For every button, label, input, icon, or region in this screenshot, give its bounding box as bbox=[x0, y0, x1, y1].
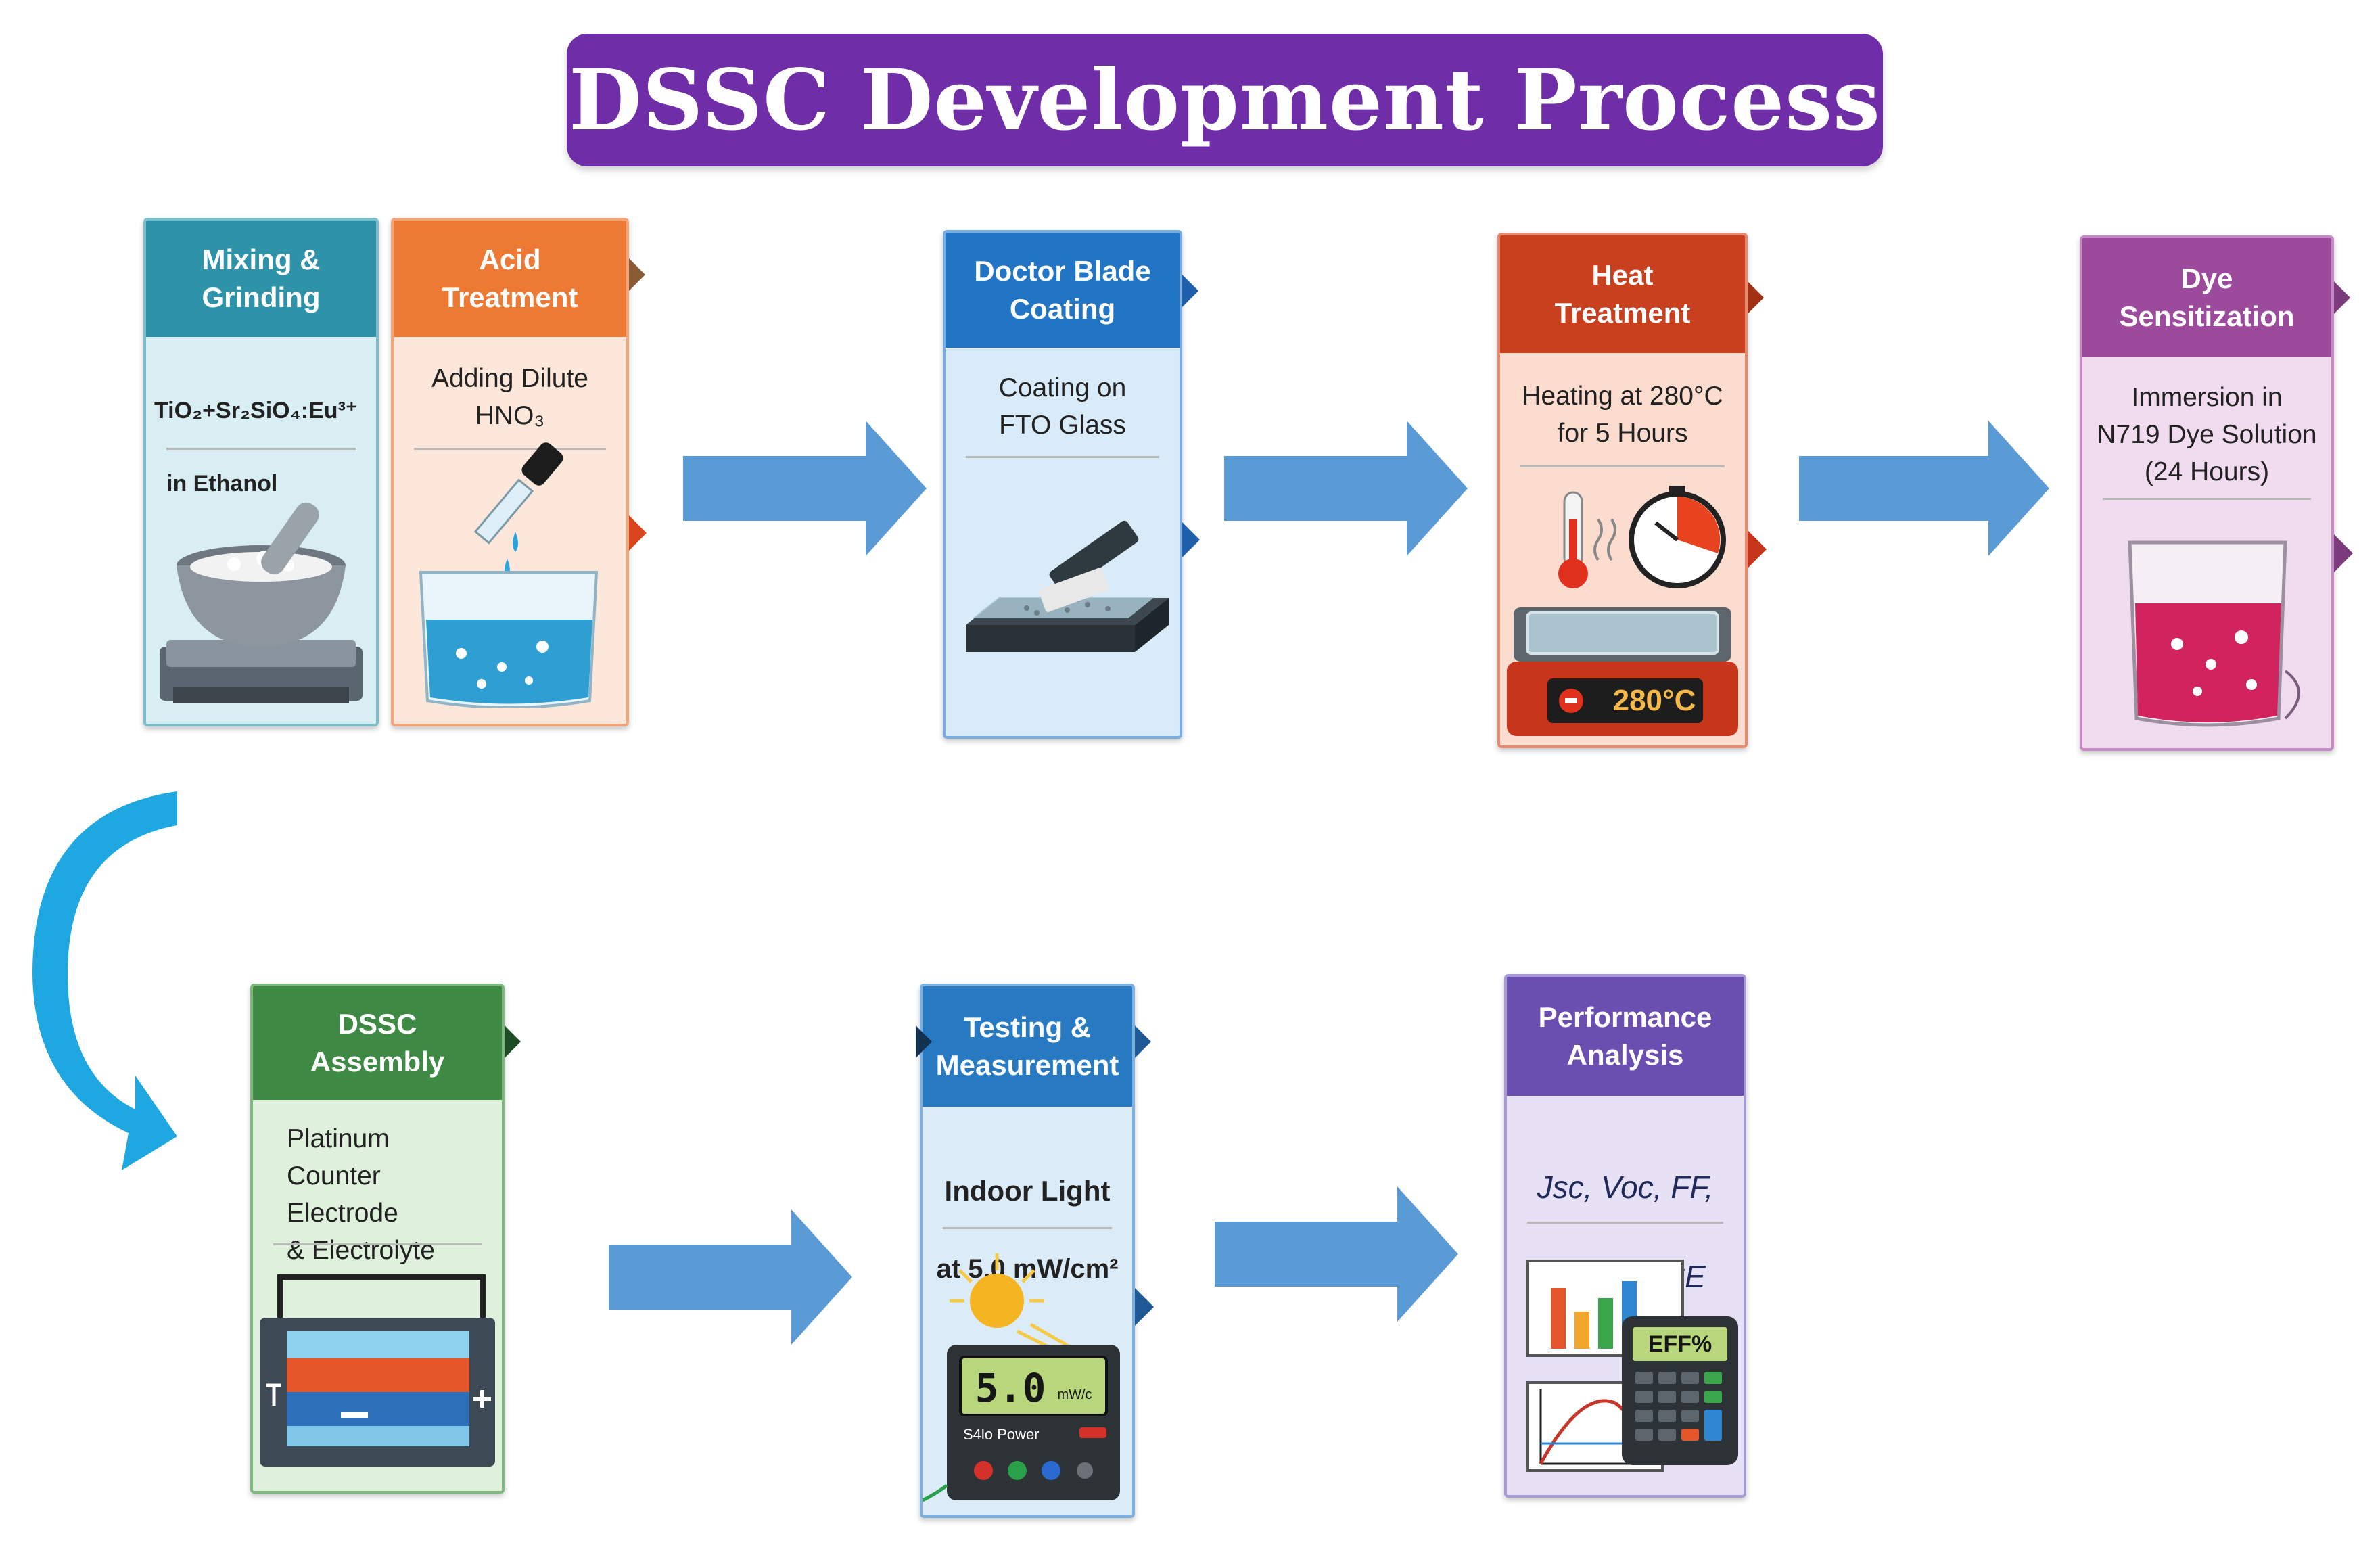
step-heat-divider bbox=[1520, 465, 1725, 467]
flow-arrow-5 bbox=[1215, 1186, 1458, 1322]
step-acid-tab-top bbox=[629, 258, 645, 291]
step-performance-params-1: Jsc, Voc, FF, bbox=[1537, 1170, 1714, 1205]
step-mixing-grinding: Mixing & Grinding TiO₂+Sr₂SiO₄:Eu³⁺ in E… bbox=[143, 218, 379, 726]
sun-icon bbox=[950, 1253, 1079, 1352]
step-dye-tab-bottom bbox=[2334, 534, 2353, 572]
hot-plate-icon: 280°C bbox=[1507, 607, 1738, 736]
step-assembly-tab-top bbox=[505, 1025, 521, 1058]
step-dye-tab-top bbox=[2334, 281, 2350, 314]
step-dye-divider bbox=[2103, 498, 2311, 500]
step-acid-divider bbox=[414, 448, 606, 450]
flow-arrow-3 bbox=[1799, 421, 2049, 556]
step-doctor-tab-bottom bbox=[1182, 522, 1200, 557]
calculator-display: EFF% bbox=[1648, 1331, 1712, 1357]
step-testing-tab-bottom bbox=[1135, 1288, 1154, 1326]
step-mixing-formula: TiO₂+Sr₂SiO₄:Eu³⁺ bbox=[154, 398, 358, 423]
step-testing-divider bbox=[943, 1227, 1112, 1229]
step-doctor-header: Doctor Blade Coating bbox=[946, 233, 1180, 348]
thermometer-timer-icon bbox=[1558, 486, 1726, 588]
step-dssc-assembly: DSSC Assembly Platinum Counter Electrode… bbox=[250, 984, 521, 1494]
step-acid-treatment: Acid Treatment Adding Dilute HNO₃ bbox=[391, 218, 647, 726]
meter-value: 5.0 bbox=[975, 1365, 1046, 1411]
hot-plate-display: 280°C bbox=[1613, 684, 1696, 717]
step-heat-header: Heat Treatment bbox=[1500, 235, 1745, 353]
beaker-dropper-icon bbox=[419, 442, 599, 708]
step-acid-header: Acid Treatment bbox=[394, 221, 626, 337]
diagram-title: DSSC Development Process bbox=[569, 51, 1881, 149]
step-performance-analysis: Performance Analysis Jsc, Voc, FF, Pmax,… bbox=[1504, 974, 1746, 1498]
dye-beaker-icon bbox=[2128, 540, 2300, 727]
step-heat-desc: Heating at 280°C for 5 Hours bbox=[1522, 382, 1723, 448]
mortar-pestle-icon bbox=[160, 502, 363, 703]
dssc-cell-icon bbox=[260, 1274, 495, 1467]
power-meter-icon: 5.0 mW/c S4lo Power bbox=[923, 1345, 1120, 1502]
step-testing-tab-left bbox=[916, 1025, 932, 1058]
step-doctor-desc: Coating on FTO Glass bbox=[998, 373, 1127, 440]
step-doctor-divider bbox=[966, 456, 1159, 458]
step-mixing-solvent: in Ethanol bbox=[166, 471, 278, 497]
doctor-blade-icon bbox=[966, 520, 1169, 652]
step-testing-intensity: at 5.0 mW/cm² bbox=[936, 1254, 1119, 1284]
step-mixing-divider bbox=[166, 448, 356, 450]
step-dye-sensitization: Dye Sensitization Immersion in N719 Dye … bbox=[2080, 235, 2353, 751]
step-testing-header: Testing & Measurement bbox=[923, 986, 1132, 1107]
flow-arrow-2 bbox=[1224, 421, 1468, 556]
step-assembly-desc: Platinum Counter Electrode & Electrolyte bbox=[287, 1124, 435, 1265]
step-mixing-desc: TiO₂+Sr₂SiO₄:Eu³⁺ in Ethanol bbox=[154, 356, 369, 538]
step-heat-tab-top bbox=[1748, 281, 1764, 314]
title-banner: DSSC Development Process bbox=[567, 34, 1883, 166]
step-acid-desc: Adding Dilute HNO₃ bbox=[431, 364, 588, 430]
step-performance-header: Performance Analysis bbox=[1507, 977, 1744, 1096]
step-testing-light: Indoor Light bbox=[944, 1175, 1111, 1207]
step-testing-desc: Indoor Light at 5.0 mW/cm² bbox=[929, 1134, 1125, 1326]
step-testing-measurement: Testing & Measurement Indoor Light at 5.… bbox=[916, 984, 1154, 1518]
step-heat-tab-bottom bbox=[1748, 530, 1767, 568]
bar-chart-icon bbox=[1526, 1260, 1684, 1357]
step-assembly-divider bbox=[273, 1243, 482, 1245]
calculator-icon: EFF% bbox=[1622, 1316, 1738, 1465]
step-dye-header: Dye Sensitization bbox=[2082, 238, 2331, 357]
step-mixing-header: Mixing & Grinding bbox=[146, 221, 376, 337]
step-testing-tab-top bbox=[1135, 1025, 1151, 1058]
flow-arrow-1 bbox=[683, 421, 927, 556]
step-doctor-blade: Doctor Blade Coating Coating on FTO Glas… bbox=[943, 230, 1200, 739]
step-assembly-header: DSSC Assembly bbox=[253, 986, 502, 1100]
step-acid-tab-bottom bbox=[629, 515, 647, 551]
step-heat-treatment: Heat Treatment Heating at 280°C for 5 Ho… bbox=[1497, 233, 1767, 748]
step-dye-desc: Immersion in N719 Dye Solution (24 Hours… bbox=[2097, 383, 2317, 486]
step-performance-divider bbox=[1527, 1222, 1723, 1224]
flow-arrow-4 bbox=[609, 1209, 852, 1345]
step-doctor-tab-top bbox=[1182, 275, 1198, 307]
meter-brand: S4lo Power bbox=[963, 1426, 1040, 1443]
curved-return-arrow bbox=[32, 791, 177, 1170]
meter-unit: mW/c bbox=[1057, 1387, 1092, 1402]
